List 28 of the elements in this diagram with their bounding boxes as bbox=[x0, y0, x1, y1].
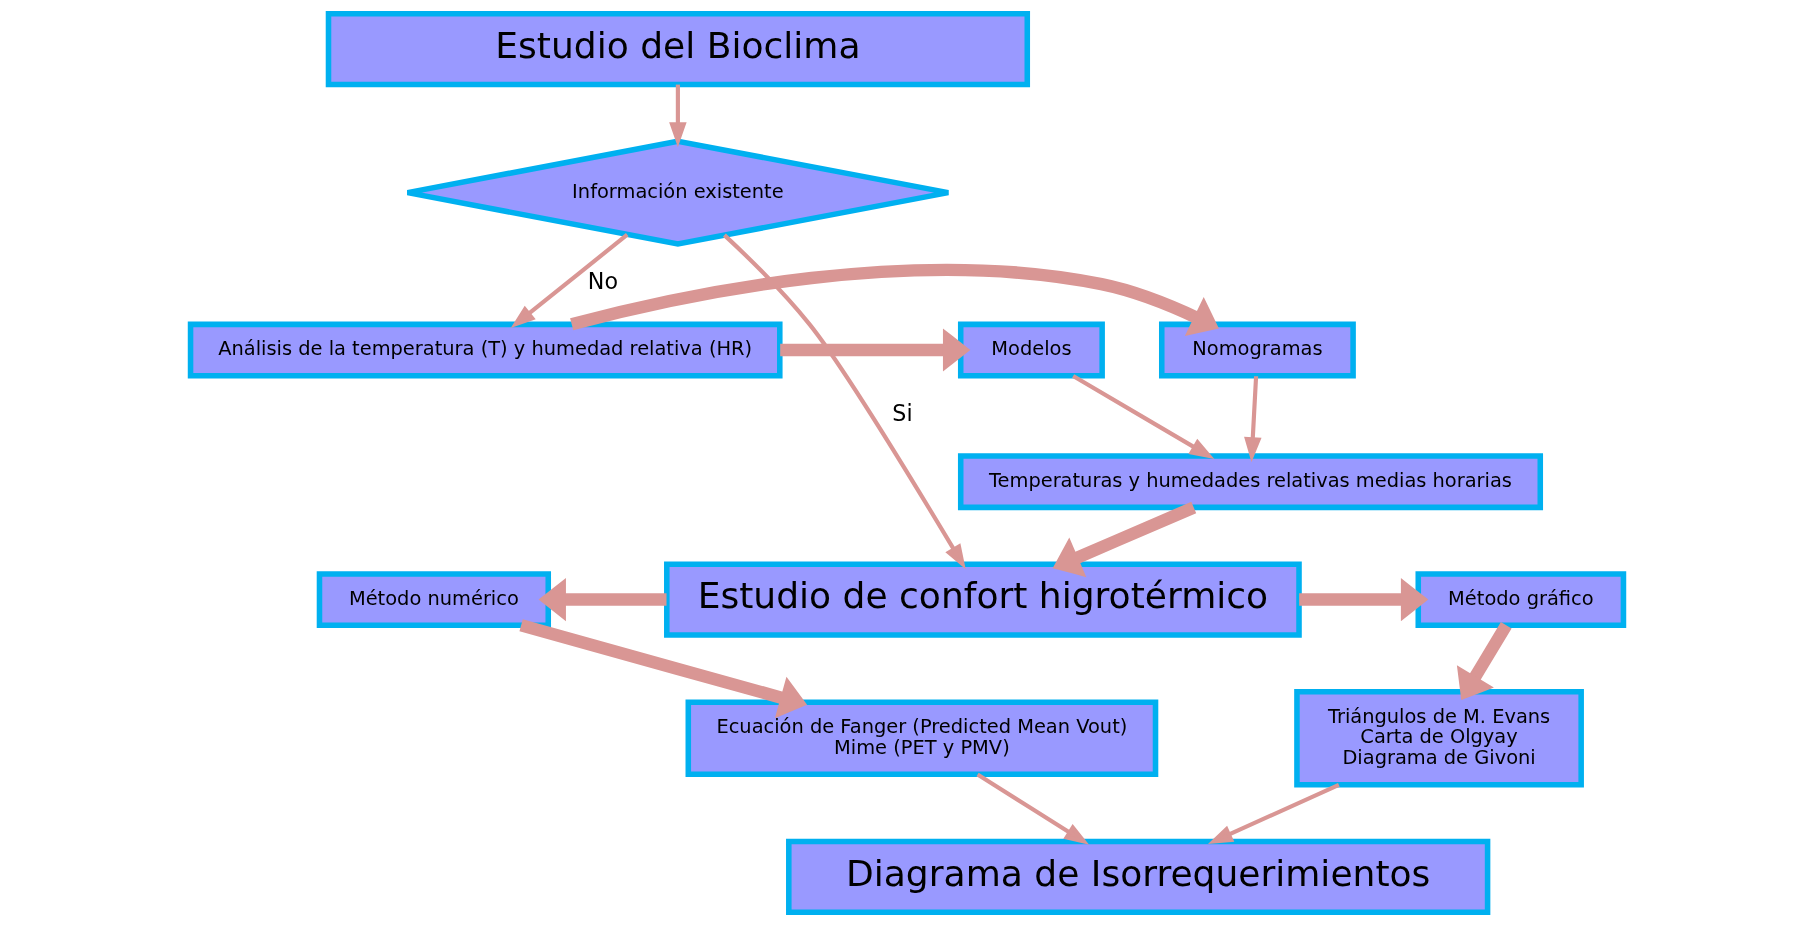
node-box: Estudio de confort higrotérmico bbox=[664, 561, 1302, 638]
arrow bbox=[976, 772, 1090, 845]
node-diamond: Información existente bbox=[404, 138, 952, 247]
arrow bbox=[669, 84, 687, 148]
node-box: Triángulos de M. Evans Carta de Olgyay Diagrama de Givoni bbox=[1294, 689, 1584, 788]
arrow bbox=[780, 328, 971, 372]
node-box: Estudio del Bioclima bbox=[325, 11, 1031, 88]
arrow bbox=[519, 619, 808, 719]
node-box: Diagrama de Isorrequerimientos bbox=[786, 838, 1491, 915]
arrow bbox=[570, 263, 1219, 336]
arrow bbox=[1072, 374, 1215, 460]
arrow bbox=[1456, 622, 1512, 700]
node-box: Ecuación de Fanger (Predicted Mean Vout) Mime (PET y PMV) bbox=[685, 699, 1159, 778]
node-box: Nomogramas bbox=[1159, 321, 1356, 379]
arrow bbox=[538, 577, 667, 622]
arrow bbox=[1244, 376, 1262, 463]
arrow bbox=[1207, 782, 1340, 844]
arrow bbox=[1052, 501, 1197, 578]
node-box: Temperaturas y humedades relativas medias horarias bbox=[957, 453, 1544, 511]
edge-label: Si bbox=[892, 400, 913, 427]
node-box: Análisis de la temperatura (T) y humedad relativa (HR) bbox=[187, 321, 783, 379]
node-box: Modelos bbox=[957, 321, 1105, 379]
arrow bbox=[1299, 577, 1429, 622]
node-box: Método gráfico bbox=[1415, 571, 1627, 628]
arrow bbox=[510, 233, 629, 329]
edge-label: No bbox=[587, 268, 619, 295]
arrow bbox=[722, 233, 966, 570]
node-box: Método numérico bbox=[316, 571, 552, 628]
